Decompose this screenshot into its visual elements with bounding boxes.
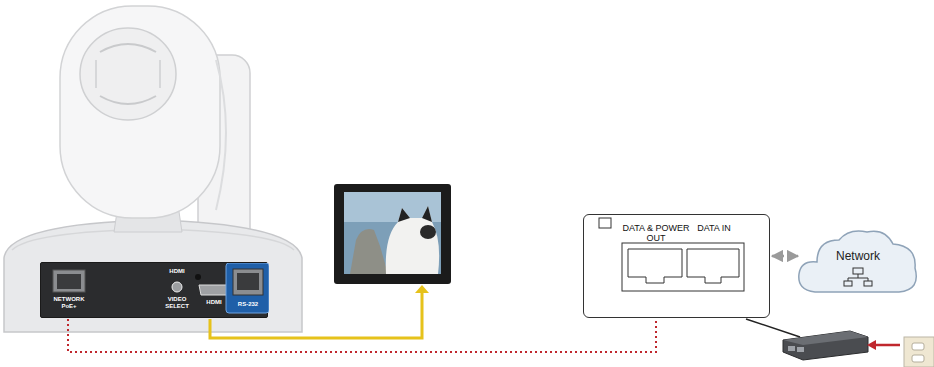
network-link xyxy=(772,255,798,258)
poe-cable xyxy=(68,319,656,352)
camera-grille xyxy=(96,60,160,88)
power-injector-top xyxy=(783,331,868,345)
hdmi-arrowhead xyxy=(415,285,429,293)
label-text: HDMI xyxy=(201,299,227,306)
network-icon xyxy=(864,281,872,286)
led-indicator xyxy=(599,218,611,228)
video-select-knob xyxy=(172,282,182,292)
rs232-opening xyxy=(237,273,259,290)
screen-cat-ears xyxy=(398,206,432,222)
port-block xyxy=(622,243,744,291)
screen-cat-patch xyxy=(420,225,436,239)
camera-lens-cover xyxy=(80,28,176,120)
label-text: HDMI xyxy=(162,268,192,275)
injector-panel: DATA & POWER OUTDATA IN xyxy=(583,214,770,318)
rj45-port xyxy=(53,270,85,292)
rj45-jack xyxy=(687,249,739,283)
text-slot: VIDEO SELECT xyxy=(160,296,194,309)
outlet-socket xyxy=(912,355,924,362)
text-slot: DATA IN xyxy=(696,224,732,234)
network-icon xyxy=(844,281,852,286)
monitor-frame xyxy=(334,184,451,284)
injector-port xyxy=(797,347,804,352)
network-icon xyxy=(848,274,868,281)
text-slot: HDMI xyxy=(201,299,227,306)
cloud-outline xyxy=(799,231,916,292)
rear-panel-art xyxy=(41,263,269,319)
text-slot: Network xyxy=(813,250,903,263)
power-arrowhead xyxy=(867,340,876,350)
power-cord xyxy=(874,344,900,347)
label-text: DATA & POWER OUT xyxy=(616,224,696,244)
label-text: DATA IN xyxy=(696,224,732,234)
outlet-socket xyxy=(912,343,924,350)
camera-base xyxy=(4,220,302,332)
label-text: RS-232 xyxy=(232,301,264,308)
camera-grille xyxy=(100,44,156,52)
label-text: NETWORK PoE+ xyxy=(53,296,85,309)
camera-grille xyxy=(100,96,156,104)
hdmi-port xyxy=(199,285,229,295)
network-cloud: Network xyxy=(795,226,922,304)
label-text: VIDEO SELECT xyxy=(160,296,194,309)
rs232-frame xyxy=(226,263,269,313)
label-text: Network xyxy=(813,250,903,263)
injector-port xyxy=(788,346,795,351)
camera-head xyxy=(60,6,220,218)
supply-cable xyxy=(746,319,800,337)
rs232-port xyxy=(233,269,263,295)
jack xyxy=(195,274,201,280)
network-icon xyxy=(853,268,863,274)
monitor-screen xyxy=(344,192,441,274)
rear-panel: NETWORK PoE+ HDMI VIDEO SELECT HDMI RS-232 xyxy=(40,262,268,318)
text-slot: HDMI xyxy=(162,268,192,275)
text-slot: RS-232 xyxy=(232,301,264,308)
power-injector xyxy=(783,331,868,360)
camera-shading xyxy=(216,60,226,210)
screen-cat xyxy=(386,206,439,274)
rj45-opening xyxy=(57,274,81,289)
network-cloud-art xyxy=(795,226,922,304)
text-slot: DATA & POWER OUT xyxy=(616,224,696,244)
rj45-jack xyxy=(628,249,682,283)
text-slot: NETWORK PoE+ xyxy=(53,296,85,309)
screen-sky xyxy=(344,192,441,222)
wall-outlet xyxy=(904,337,934,367)
screen-dinosaur xyxy=(350,229,388,274)
